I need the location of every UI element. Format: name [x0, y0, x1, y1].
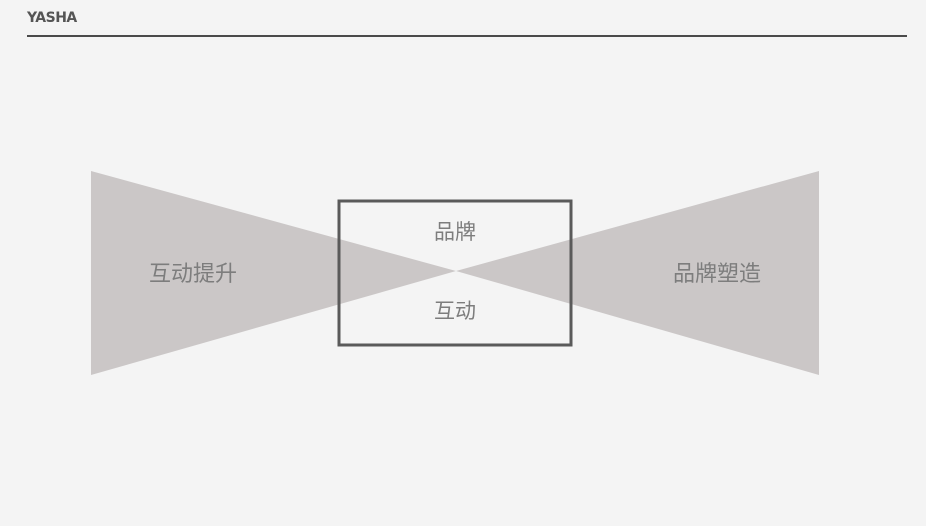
- center-top-label: 品牌: [434, 220, 476, 244]
- left-label: 互动提升: [149, 262, 237, 287]
- left-triangle: [91, 171, 456, 375]
- right-triangle: [456, 171, 819, 375]
- yasha-logo: YASHA: [27, 10, 77, 26]
- right-label: 品牌塑造: [673, 262, 761, 287]
- center-bottom-label: 互动: [434, 299, 476, 323]
- center-box: [337, 199, 573, 347]
- header-divider: [27, 35, 907, 37]
